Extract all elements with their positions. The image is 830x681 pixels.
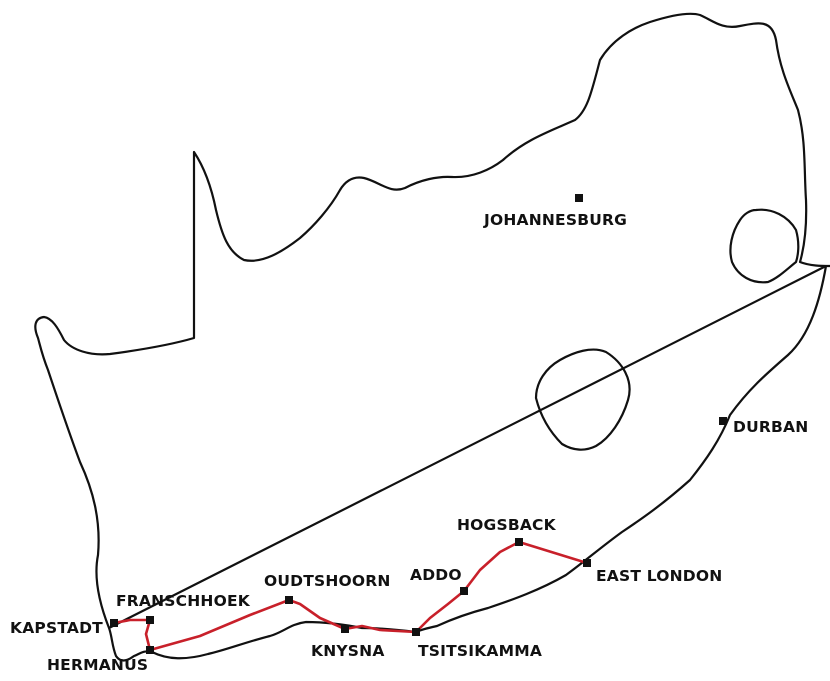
label-addo: ADDO (410, 566, 462, 584)
country-outline (34, 12, 830, 662)
label-johannesburg: JOHANNESBURG (484, 211, 628, 229)
marker-addo (460, 587, 468, 595)
label-east-london: EAST LONDON (596, 567, 723, 585)
marker-franschhoek (146, 616, 154, 624)
label-oudtshoorn: OUDTSHOORN (264, 572, 391, 590)
label-hogsback: HOGSBACK (457, 516, 556, 534)
label-knysna: KNYSNA (311, 642, 385, 660)
eswatini-outline (729, 208, 800, 284)
label-durban: DURBAN (733, 418, 809, 436)
marker-east-london (583, 559, 591, 567)
label-franschhoek: FRANSCHHOEK (116, 592, 250, 610)
marker-knysna (341, 625, 349, 633)
marker-hogsback (515, 538, 523, 546)
label-kapstadt: KAPSTADT (10, 619, 103, 637)
city-markers (110, 194, 727, 654)
marker-oudtshoorn (285, 596, 293, 604)
lesotho-outline (534, 348, 631, 451)
marker-johannesburg (575, 194, 583, 202)
marker-durban (719, 417, 727, 425)
marker-hermanus (146, 646, 154, 654)
label-tsitsikamma: TSITSIKAMMA (418, 642, 543, 660)
label-hermanus: HERMANUS (47, 656, 149, 674)
marker-kapstadt (110, 619, 118, 627)
marker-tsitsikamma (412, 628, 420, 636)
